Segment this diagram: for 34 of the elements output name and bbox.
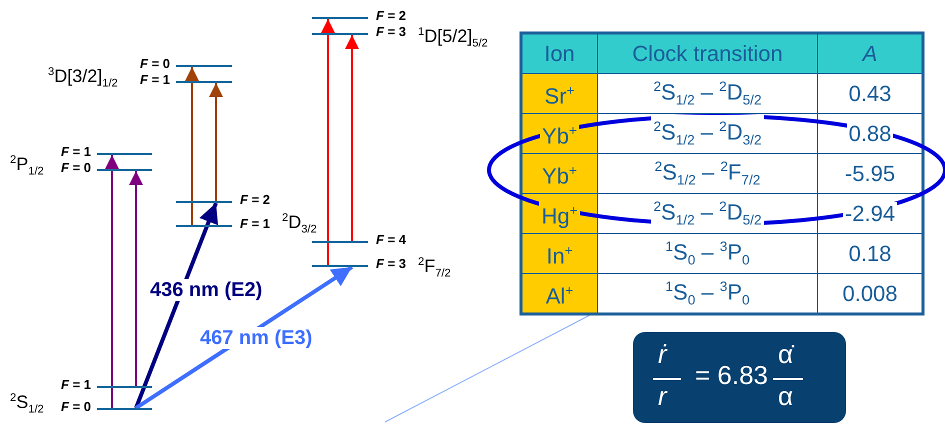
transition-arrow (345, 35, 359, 241)
math-text: α̇ (778, 340, 794, 368)
term-symbol: $^{3}$D[3/2]$_{1/2}$ (48, 65, 118, 92)
edge-label: 436 nm (E2) (148, 279, 264, 301)
level-label: F = 1 (61, 145, 91, 159)
term-symbol: $^{2}$P$_{1/2}$ (10, 153, 44, 180)
transition-arrow (209, 83, 223, 201)
level-label: F = 1 (61, 378, 91, 392)
math-text: = 6.83 (695, 361, 768, 389)
level-label: F = 3 (376, 25, 406, 39)
term-symbol: $^{1}$D[5/2]$_{5/2}$ (418, 25, 488, 52)
cell-text: Hg$^{+}$ (539, 198, 580, 228)
level-label: F = 2 (240, 193, 270, 207)
level-label: F = 0 (61, 161, 91, 175)
math-text: r (658, 382, 667, 410)
level-label: F = 0 (61, 400, 91, 414)
transition-arrow (129, 171, 143, 386)
transition-arrow (185, 67, 199, 225)
transition-arrow (321, 19, 335, 265)
term-symbol: $^{2}$D$_{3/2}$ (282, 211, 317, 238)
term-symbol: $^{2}$F$_{7/2}$ (418, 255, 451, 282)
edge-label: 467 nm (E3) (198, 327, 314, 349)
level-label: F = 2 (376, 9, 406, 23)
level-label: F = 4 (376, 233, 406, 247)
math-text: α (778, 382, 794, 410)
level-label: F = 0 (140, 57, 170, 71)
level-label: F = 1 (240, 217, 270, 231)
math-text: ṙ (658, 340, 667, 368)
transition-arrow (134, 202, 218, 409)
level-label: F = 3 (376, 257, 406, 271)
formula-panel (633, 332, 846, 423)
term-symbol: $^{2}$S$_{1/2}$ (10, 391, 44, 418)
level-label: F = 1 (140, 73, 170, 87)
transition-arrow (105, 155, 119, 408)
